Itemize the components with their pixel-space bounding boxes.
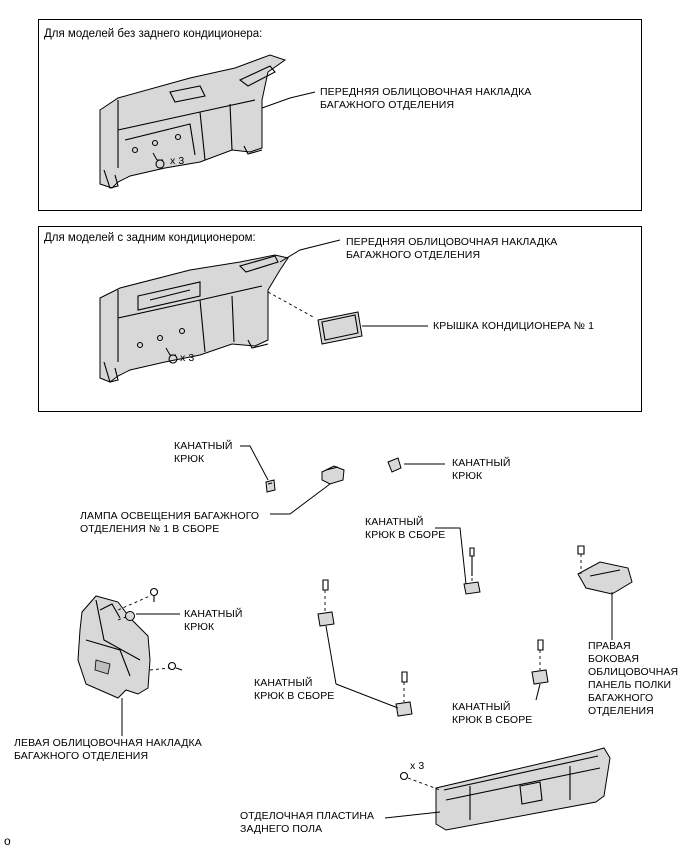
- clip-count-mid: x 3: [180, 352, 195, 364]
- label-lamp-1: ЛАМПА ОСВЕЩЕНИЯ БАГАЖНОГО: [80, 510, 260, 522]
- label-right-panel-2: БОКОВАЯ: [588, 653, 640, 665]
- right-side-shelf-panel: [577, 545, 633, 595]
- label-scuff-1: ОТДЕЛОЧНАЯ ПЛАСТИНА: [240, 810, 375, 822]
- label-right-panel-6: ОТДЕЛЕНИЯ: [588, 705, 654, 717]
- leader-rope-hook-asm-1: [435, 527, 467, 585]
- rope-hook-assembly-1: [463, 547, 481, 595]
- left-trim: [77, 595, 151, 699]
- label-right-panel-3: ОБЛИЦОВОЧНАЯ: [588, 666, 679, 678]
- label-rope-hook-asm-2b: КРЮК В СБОРЕ: [254, 690, 335, 702]
- leader-scuff: [384, 811, 441, 819]
- leader-rope-hook-1: [240, 445, 269, 481]
- label-front-trim-top-2: БАГАЖНОГО ОТДЕЛЕНИЯ: [320, 99, 455, 111]
- label-lamp-2: ОТДЕЛЕНИЯ № 1 В СБОРЕ: [80, 523, 220, 535]
- label-right-panel-1: ПРАВАЯ: [588, 640, 631, 652]
- luggage-lamp: [321, 465, 345, 485]
- label-front-trim-mid-1: ПЕРЕДНЯЯ ОБЛИЦОВОЧНАЯ НАКЛАДКА: [346, 236, 558, 248]
- label-rope-hook-asm-3b: КРЮК В СБОРЕ: [452, 714, 533, 726]
- panel-top-title: Для моделей без заднего кондиционера:: [44, 28, 263, 40]
- clip-top: [152, 152, 165, 169]
- rope-hook-assembly-2b: [395, 671, 413, 717]
- label-rope-hook-asm-1b: КРЮК В СБОРЕ: [365, 529, 446, 541]
- front-trim-panel-top: [99, 54, 287, 189]
- label-left-trim-2: БАГАЖНОГО ОТДЕЛЕНИЯ: [14, 750, 149, 762]
- label-left-trim-1: ЛЕВАЯ ОБЛИЦОВОЧНАЯ НАКЛАДКА: [14, 737, 202, 749]
- scuff-screw-count: x 3: [410, 760, 425, 772]
- rope-hook-assembly-3: [531, 639, 549, 685]
- scuff-plate: [435, 747, 611, 831]
- label-rope-hook-3a: КАНАТНЫЙ: [184, 608, 243, 620]
- label-rope-hook-3b: КРЮК: [184, 621, 215, 633]
- label-right-panel-4: ПАНЕЛЬ ПОЛКИ: [588, 679, 672, 691]
- label-front-trim-top-1: ПЕРЕДНЯЯ ОБЛИЦОВОЧНАЯ НАКЛАДКА: [320, 86, 532, 98]
- leader-asm-2b: [335, 683, 399, 709]
- panel-mid-title: Для моделей с задним кондиционером:: [44, 232, 256, 244]
- label-rope-hook-1a: КАНАТНЫЙ: [174, 440, 233, 452]
- leader-front-top: [261, 91, 316, 109]
- label-rope-hook-asm-2a: КАНАТНЫЙ: [254, 677, 313, 689]
- rope-hook-1: [265, 479, 276, 493]
- label-rope-hook-asm-3a: КАНАТНЫЙ: [452, 701, 511, 713]
- ac-cover: [317, 311, 363, 345]
- corner-mark: o: [4, 834, 11, 848]
- label-front-trim-mid-2: БАГАЖНОГО ОТДЕЛЕНИЯ: [346, 249, 481, 261]
- rope-hook-assembly-2a: [317, 579, 335, 627]
- scuff-screw: [399, 771, 441, 791]
- leader-asm-2a: [325, 625, 337, 685]
- front-trim-panel-mid: [99, 254, 289, 383]
- label-rope-hook-2b: КРЮК: [452, 470, 483, 482]
- leader-lamp: [270, 483, 331, 515]
- leader-front-mid: [279, 239, 341, 263]
- rope-hook-2: [387, 457, 402, 473]
- label-rope-hook-1b: КРЮК: [174, 453, 205, 465]
- label-ac-cover: КРЫШКА КОНДИЦИОНЕРА № 1: [433, 320, 595, 332]
- label-rope-hook-2a: КАНАТНЫЙ: [452, 457, 511, 469]
- rope-hook-3: [117, 611, 135, 621]
- label-right-panel-5: БАГАЖНОГО: [588, 692, 654, 704]
- label-scuff-2: ЗАДНЕГО ПОЛА: [240, 823, 323, 835]
- clip-count-top: x 3: [170, 155, 185, 167]
- left-trim-screws: [117, 587, 183, 671]
- label-rope-hook-asm-1a: КАНАТНЫЙ: [365, 516, 424, 528]
- leader-asm-3: [535, 683, 541, 701]
- clip-mid: [165, 347, 178, 364]
